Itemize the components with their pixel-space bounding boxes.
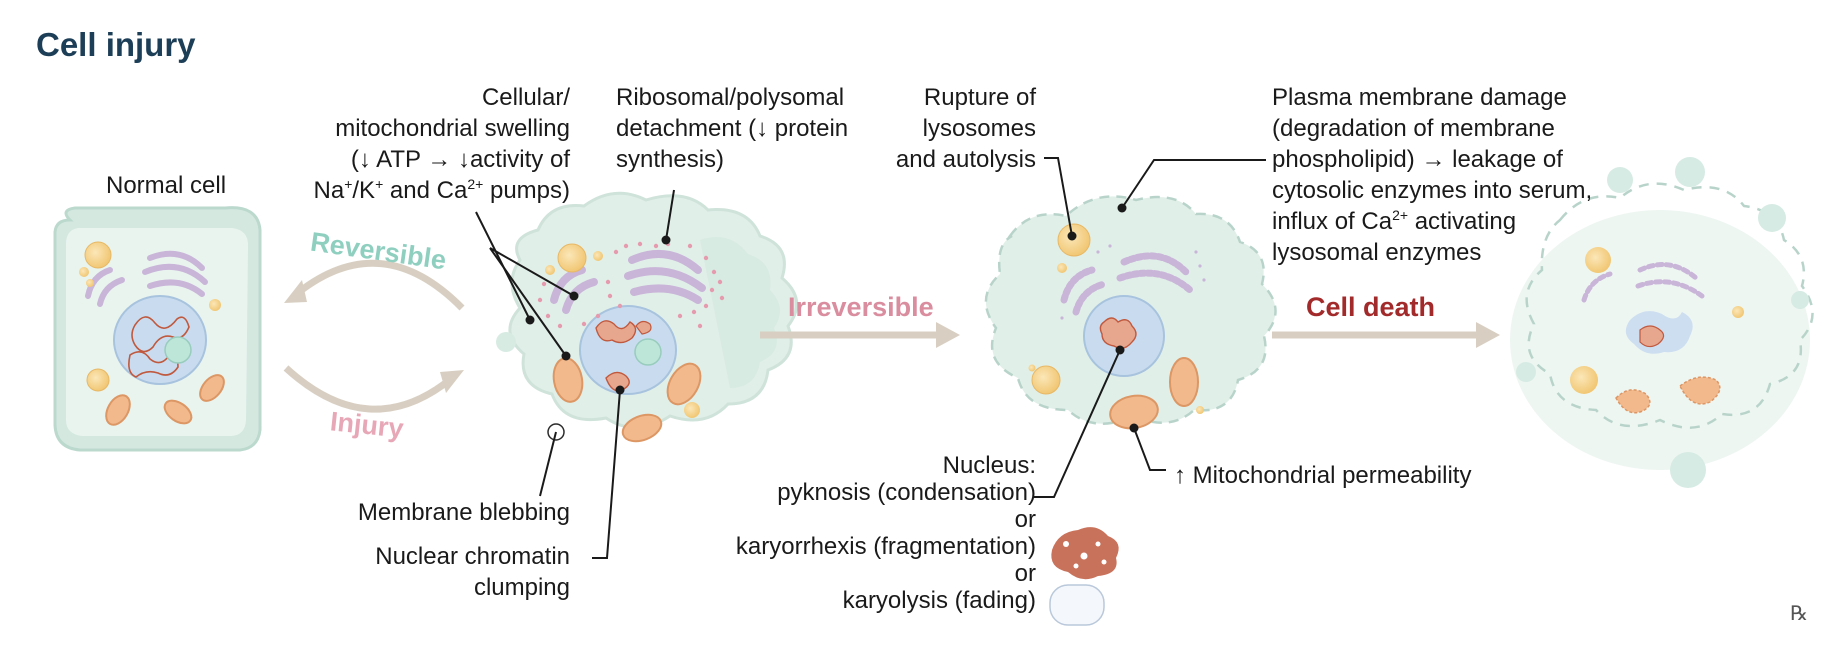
lysosome-label: Rupture of lysosomes and autolysis [895, 84, 1036, 173]
vesicle [86, 368, 110, 392]
page-title: Cell injury [36, 26, 196, 63]
leader-lines-irreversible [1034, 157, 1266, 498]
dead-cell [1510, 157, 1814, 488]
injury-arrowhead [440, 370, 464, 393]
nucleus-label: Nucleus: pyknosis (condensation) or kary… [735, 452, 1036, 614]
normal-cell [53, 206, 262, 452]
swollen-cell [496, 191, 799, 443]
karyorrhexis-icon [1051, 527, 1119, 580]
vesicle [209, 299, 221, 311]
mitochondrion [666, 362, 702, 406]
vesicle [1057, 263, 1067, 273]
cell-death-label: Cell death [1306, 292, 1436, 322]
normal-cell-label: Normal cell [106, 172, 227, 199]
vesicle [593, 251, 603, 261]
mitochondrion [163, 399, 193, 425]
mitochondrion [1169, 357, 1199, 407]
vesicle [1031, 365, 1061, 395]
golgi [1060, 252, 1194, 316]
leader-lines-reversible [475, 189, 675, 559]
karyolysis-icon [1049, 584, 1105, 626]
vesicle [557, 243, 587, 273]
mitochondrion [621, 413, 663, 443]
rx-logo: ℞ [1790, 603, 1808, 625]
vesicle [684, 402, 700, 418]
ribosomes [537, 241, 725, 329]
nucleus [113, 295, 207, 385]
reversible-arrow [291, 259, 465, 311]
chromatin-label: Nuclear chromatin clumping [375, 543, 570, 601]
reversible-arrowhead [284, 280, 307, 303]
mitochondrial-label: ↑ Mitochondrial permeability [1174, 462, 1472, 489]
swelling-label: Cellular/ mitochondrial swelling (↓ ATP … [313, 84, 570, 204]
irreversible-arrowhead [936, 322, 960, 348]
nucleolus [634, 338, 662, 366]
nucleolus [164, 336, 192, 364]
vesicle [79, 267, 89, 277]
ribosomal-label: Ribosomal/polysomal detachment (↓ protei… [616, 84, 849, 173]
plasma-membrane-label: Plasma membrane damage (degradation of m… [1272, 84, 1593, 266]
injury-arrow [283, 365, 455, 413]
vesicle [86, 279, 94, 287]
irreversibly-injured-cell [984, 195, 1277, 430]
irreversible-label: Irreversible [788, 292, 934, 322]
blebbing-label: Membrane blebbing [357, 499, 570, 526]
vesicle [545, 265, 555, 275]
cell-death-arrowhead [1476, 322, 1500, 348]
mitochondrion [199, 374, 225, 402]
golgi [85, 250, 208, 307]
vesicle [84, 241, 112, 269]
golgi [550, 250, 706, 314]
mitochondrion [105, 394, 131, 426]
